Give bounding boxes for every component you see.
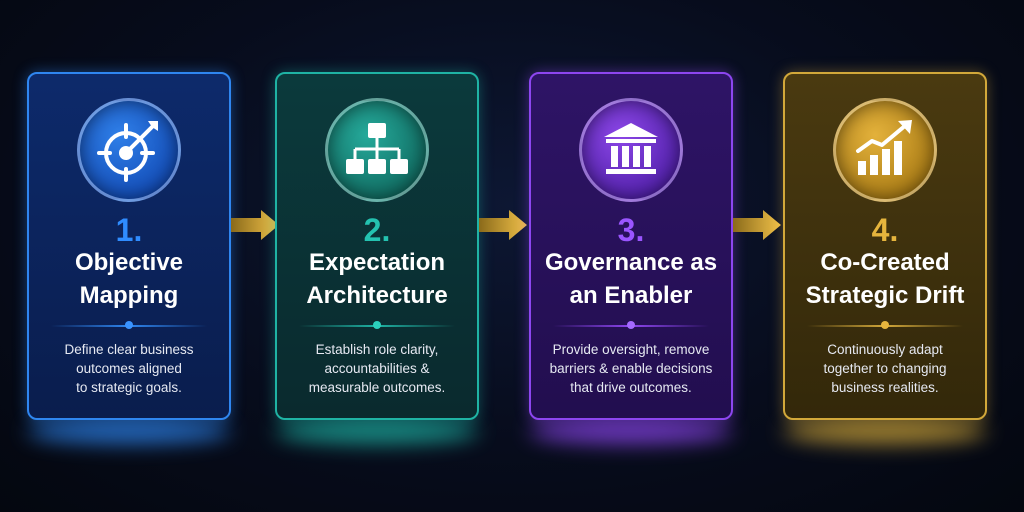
card-glow <box>275 418 479 444</box>
divider-dot <box>627 321 635 329</box>
divider-dot <box>881 321 889 329</box>
org-chart-icon <box>325 98 429 202</box>
arrow-right-icon <box>733 210 781 240</box>
step-number: 4. <box>871 212 899 248</box>
growth-chart-icon <box>833 98 937 202</box>
institution-icon <box>579 98 683 202</box>
divider-dot <box>125 321 133 329</box>
step-number: 2. <box>363 212 391 248</box>
card-glow <box>27 418 231 444</box>
step-number: 3. <box>617 212 645 248</box>
step-number: 1. <box>115 212 143 248</box>
card-glow <box>529 418 733 444</box>
card-glow <box>783 418 987 444</box>
arrow-right-icon <box>231 210 279 240</box>
target-icon <box>77 98 181 202</box>
divider-dot <box>373 321 381 329</box>
arrow-right-icon <box>479 210 527 240</box>
step-description: Establish role clarity,accountabilities … <box>308 342 446 395</box>
